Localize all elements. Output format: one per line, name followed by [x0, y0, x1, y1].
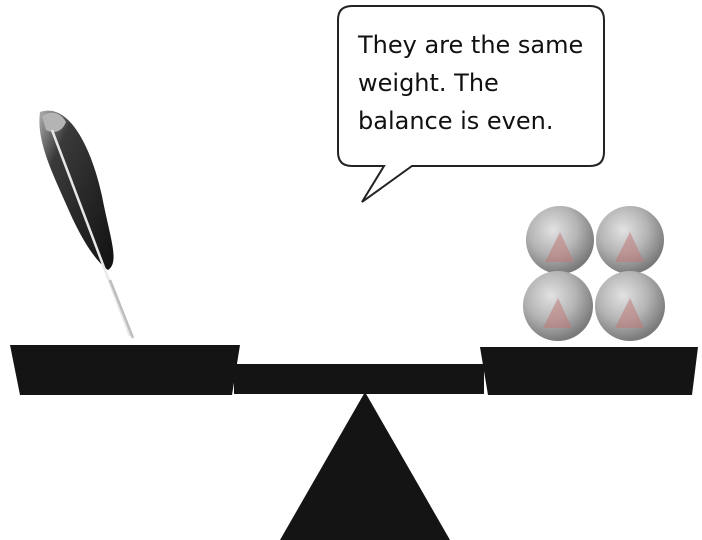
ball-icon — [526, 206, 594, 274]
ball-icon — [596, 206, 664, 274]
feather-icon — [39, 111, 133, 338]
fulcrum — [280, 392, 450, 540]
balls-stack — [523, 206, 665, 341]
speech-bubble-text: They are the same weight. The balance is… — [358, 26, 598, 140]
right-pan — [480, 347, 698, 395]
ball-icon — [523, 271, 593, 341]
ball-icon — [595, 271, 665, 341]
left-pan — [10, 345, 240, 395]
balance-beam — [234, 364, 484, 394]
